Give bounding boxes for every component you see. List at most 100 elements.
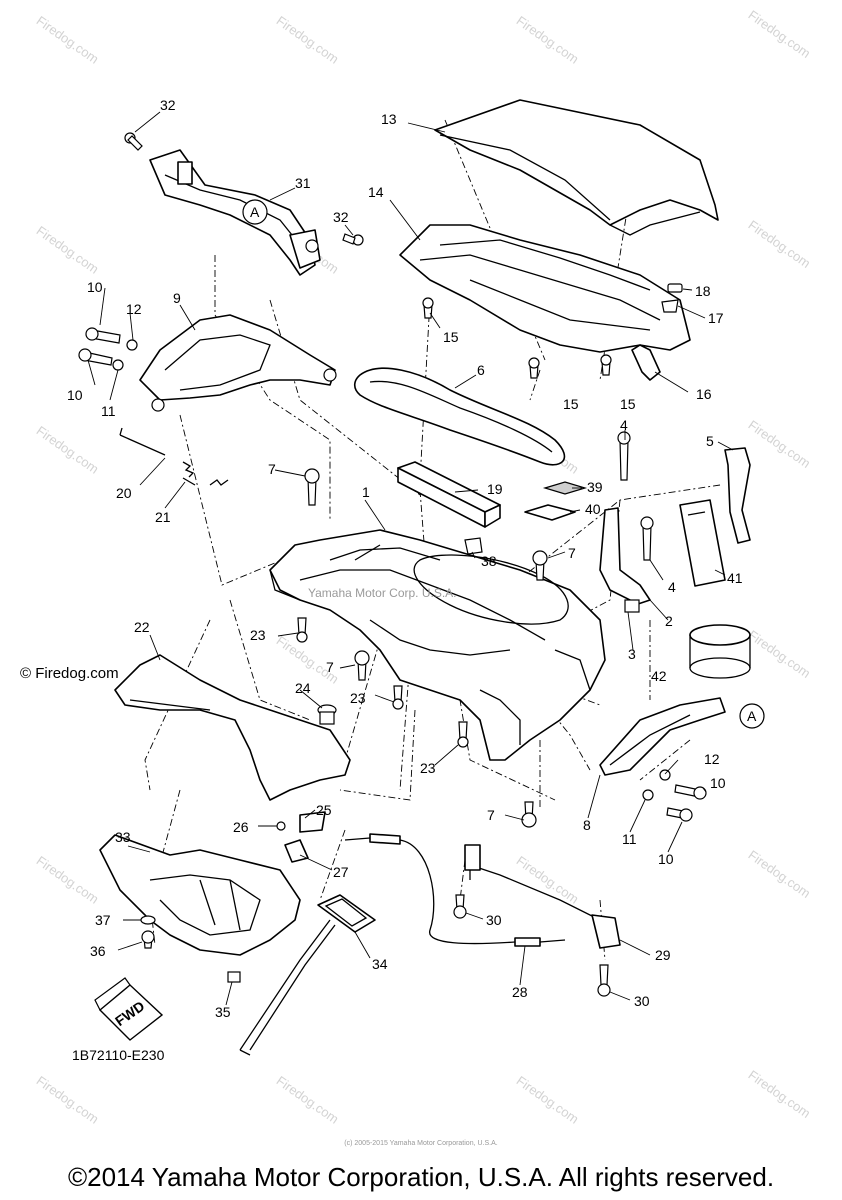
callout-30: 30 [634,993,650,1009]
watermark: Firedog.com [746,1067,814,1121]
part-1-main-body [269,529,606,761]
part-6-seal [353,367,566,466]
callout-19: 19 [487,481,503,497]
ref-marker-a-left: A [242,199,268,225]
watermark: Firedog.com [746,7,814,61]
part-20-rod [119,427,166,456]
part-21-springs [182,461,229,486]
watermark: Firedog.com [34,853,102,907]
callout-13: 13 [381,111,397,127]
callout-38: 38 [481,553,497,569]
callout-4: 4 [668,579,676,595]
watermark: Firedog.com [34,1073,102,1127]
callout-32: 32 [160,97,176,113]
callout-7: 7 [568,545,576,561]
callout-28: 28 [512,984,528,1000]
ref-marker-a-right: A [739,703,765,729]
callout-11: 11 [622,831,637,847]
callout-16: 16 [696,386,712,402]
watermark: Firedog.com [746,627,814,681]
callout-26: 26 [233,819,249,835]
leader-lines [87,111,734,1006]
fwd-arrow-icon: FWD [94,977,164,1041]
callout-35: 35 [215,1004,231,1020]
callout-41: 41 [727,570,743,586]
parts-39-40-pads [524,481,588,521]
watermark: Firedog.com [514,13,582,67]
callout-17: 17 [708,310,724,326]
callout-29: 29 [655,947,671,963]
callout-31: 31 [295,175,311,191]
small-copyright: (c) 2005-2015 Yamaha Motor Corporation, … [344,1140,498,1147]
callout-25: 25 [316,802,332,818]
bolt-32-right [342,233,364,246]
callout-21: 21 [155,509,171,525]
callout-18: 18 [695,283,711,299]
callout-12: 12 [704,751,720,767]
watermark: Firedog.com [34,223,102,277]
callout-27: 27 [333,864,349,880]
callout-7: 7 [326,659,334,675]
callout-34: 34 [372,956,388,972]
callout-15: 15 [443,329,459,345]
screws-30 [453,894,611,997]
screws-23 [296,617,469,748]
callout-36: 36 [90,943,106,959]
part-38-clip [464,537,483,555]
part-14-seat-base [399,224,691,353]
callout-24: 24 [295,680,311,696]
watermark: Firedog.com [746,847,814,901]
callout-10: 10 [710,775,726,791]
part-13-cover [434,99,719,236]
callout-3: 3 [628,646,636,662]
callout-1: 1 [362,484,370,500]
callout-9: 9 [173,290,181,306]
firedog-mark: © Firedog.com [20,665,119,682]
part-33-tray [99,834,301,956]
part-22-cover [114,654,351,801]
part-34-pad [317,894,376,933]
callout-4: 4 [620,417,628,433]
screws-4 [617,431,654,561]
part-5-strap [724,447,751,544]
callout-14: 14 [368,184,384,200]
callout-23: 23 [350,690,366,706]
callout-5: 5 [706,433,714,449]
part-3-nut [624,599,640,613]
callout-33: 33 [115,829,131,845]
callout-22: 22 [134,619,150,635]
part-26-nut [276,821,286,831]
callout-40: 40 [585,501,601,517]
callout-10: 10 [67,387,83,403]
callout-numbers: 32 31 32 13 14 18 17 16 15 15 15 9 10 12… [67,97,743,1063]
bolts-10-11-12-right [642,769,707,822]
part-8-bracket [599,697,726,776]
parts-36-37 [140,915,156,949]
callout-7: 7 [268,461,276,477]
copyright-footer: ©2014 Yamaha Motor Corporation, U.S.A. A… [67,1162,775,1192]
watermark: Firedog.com [34,13,102,67]
callout-23: 23 [250,627,266,643]
callout-6: 6 [477,362,485,378]
part-24-grommet [317,704,337,725]
callout-11: 11 [101,403,116,419]
watermark: Firedog.com [514,853,582,907]
callout-7: 7 [487,807,495,823]
watermark: Firedog.com [274,13,342,67]
callout-30: 30 [486,912,502,928]
diagram-code: 1B72110-E230 [72,1047,165,1063]
screws-7 [304,468,548,828]
overlay-text: Yamaha Motor Corp. U.S.A. [308,586,457,600]
part-29-latch [464,844,621,949]
part-42-ring [689,624,751,679]
callout-42: 42 [651,668,667,684]
callout-20: 20 [116,485,132,501]
part-31-bracket [149,149,321,276]
svg-text:A: A [250,204,260,220]
rod-and-35 [227,919,336,1056]
watermark: Firedog.com [34,423,102,477]
watermark: Firedog.com [746,217,814,271]
svg-text:A: A [747,708,757,724]
callout-15: 15 [620,396,636,412]
